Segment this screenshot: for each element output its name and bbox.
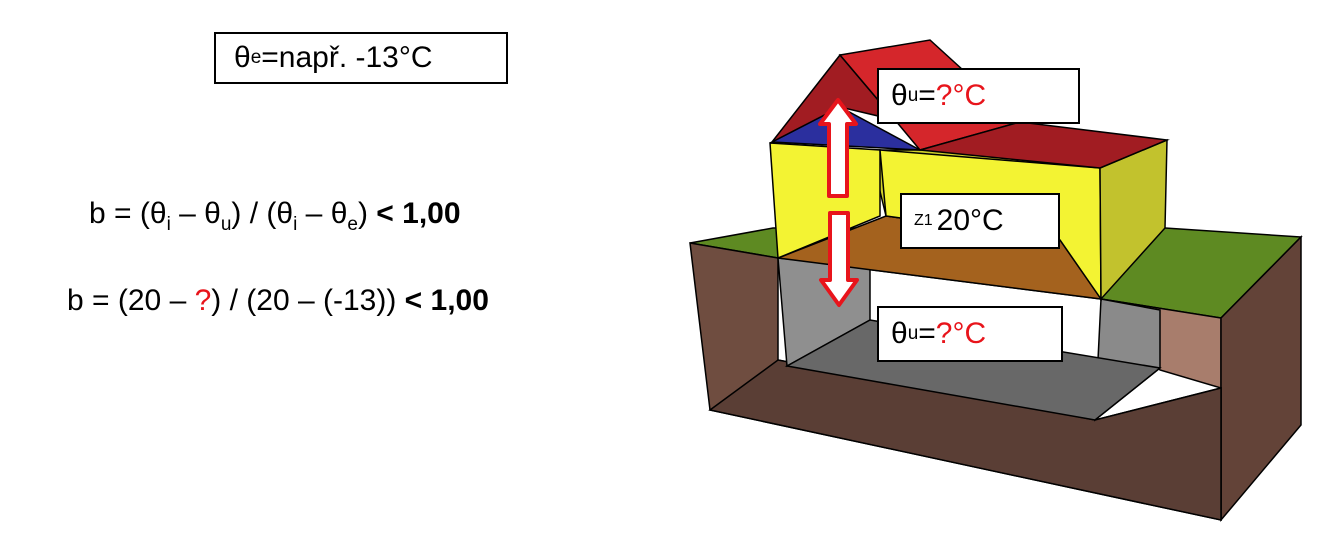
formula-limit: < 1,00	[404, 284, 489, 317]
theta-symbol: θ	[891, 79, 908, 112]
cellar-temperature-value: ?°C	[935, 317, 987, 350]
zone-temperature-value: 20°C	[936, 204, 1004, 237]
roof-back-slope	[919, 121, 1170, 169]
b-factor-substituted-formula: b = (20 – ?) / (20 – (-13)) < 1,00	[67, 284, 489, 317]
upward-heat-arrow	[818, 98, 858, 198]
formula-limit: < 1,00	[376, 197, 461, 230]
b-factor-formula: b = (θi – θu) / (θi – θe) < 1,00	[89, 197, 461, 235]
theta-symbol: θ	[234, 41, 251, 74]
ground-bottom-soil	[708, 359, 1222, 521]
attic-temperature-value: ?°C	[935, 79, 987, 112]
downward-heat-arrow	[819, 211, 859, 307]
equals-sign: =	[261, 41, 279, 74]
unknown-value: ?	[194, 284, 212, 317]
outdoor-temperature-value: např. -13°C	[278, 41, 433, 74]
theta-symbol: θ	[891, 317, 908, 350]
